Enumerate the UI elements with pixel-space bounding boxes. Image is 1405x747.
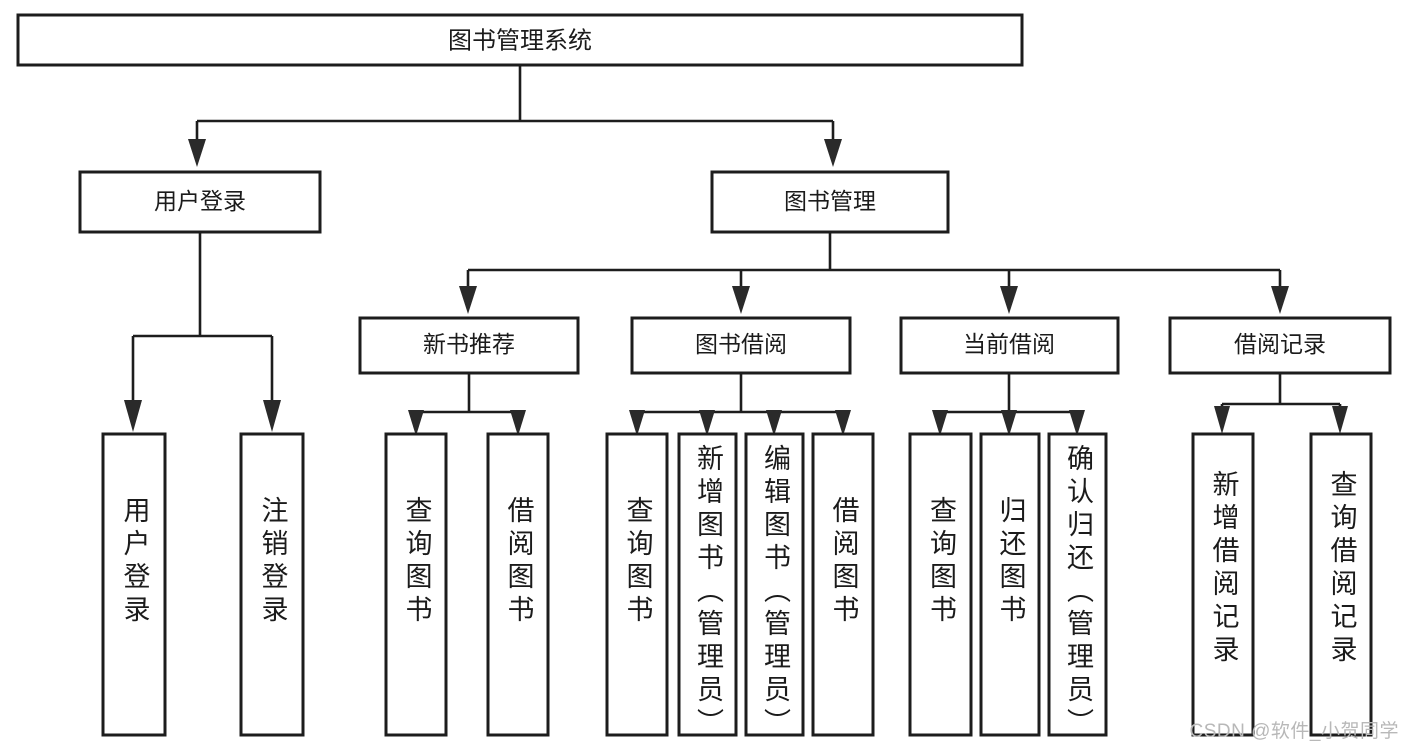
- leaf-box-borrow-book-2[interactable]: [811, 432, 875, 737]
- leaf-box-query-book-1[interactable]: [384, 432, 448, 737]
- connector-borrow-record-to-leaves: [1214, 373, 1348, 434]
- arrow-head-icon: [835, 410, 851, 436]
- connector-current-borrow-to-leaves: [932, 373, 1085, 436]
- arrow-head-icon: [766, 410, 782, 436]
- arrow-head-icon: [263, 400, 281, 432]
- leaf-box-query-book-2[interactable]: [605, 432, 669, 737]
- node-borrow-record[interactable]: 借阅记录: [1168, 316, 1392, 375]
- arrow-head-icon: [408, 410, 424, 436]
- root-label: 图书管理系统: [448, 27, 592, 54]
- user-login-label: 用户登录: [154, 188, 246, 214]
- connector-user-login-to-leaves: [124, 232, 281, 432]
- new-book-recommend-label: 新书推荐: [423, 331, 515, 357]
- current-borrow-box: [899, 316, 1120, 375]
- arrow-head-icon: [124, 400, 142, 432]
- root-box: [16, 13, 1024, 67]
- arrow-head-icon: [1001, 410, 1017, 436]
- leaf-box-user-login[interactable]: [101, 432, 167, 737]
- arrow-head-icon: [699, 410, 715, 436]
- arrow-head-icon: [732, 286, 750, 314]
- node-current-borrow[interactable]: 当前借阅: [899, 316, 1120, 375]
- book-borrow-label: 图书借阅: [695, 331, 787, 357]
- arrow-head-icon: [824, 139, 842, 167]
- book-manage-label: 图书管理: [784, 188, 876, 214]
- watermark-text: CSDN @软件_小贺同学: [1189, 721, 1399, 742]
- connector-new-book-recommend-to-leaves: [408, 373, 526, 436]
- arrow-head-icon: [1332, 406, 1348, 434]
- node-new-book-recommend[interactable]: 新书推荐: [358, 316, 580, 375]
- arrow-head-icon: [1000, 286, 1018, 314]
- arrow-head-icon: [1214, 406, 1230, 434]
- leaf-box-edit-book[interactable]: [744, 432, 805, 737]
- arrow-head-icon: [1271, 286, 1289, 314]
- arrow-head-icon: [629, 410, 645, 436]
- borrow-record-label: 借阅记录: [1234, 331, 1326, 357]
- user-login-box: [78, 170, 322, 234]
- arrow-head-icon: [459, 286, 477, 314]
- connector-book-manage-to-level3: [459, 232, 1289, 314]
- leaf-box-add-book[interactable]: [677, 432, 738, 737]
- arrow-head-icon: [188, 139, 206, 167]
- arrow-head-icon: [1069, 410, 1085, 436]
- leaf-box-query-record[interactable]: [1309, 432, 1373, 737]
- leaf-box-query-book-3[interactable]: [908, 432, 973, 737]
- arrow-head-icon: [932, 410, 948, 436]
- node-book-manage[interactable]: 图书管理: [710, 170, 950, 234]
- leaf-box-borrow-book-1[interactable]: [486, 432, 550, 737]
- connector-root-to-level2: [188, 65, 842, 167]
- current-borrow-label: 当前借阅: [963, 331, 1055, 357]
- new-book-recommend-box: [358, 316, 580, 375]
- arrow-head-icon: [510, 410, 526, 436]
- leaf-box-return-book[interactable]: [979, 432, 1041, 737]
- connector-book-borrow-to-leaves: [629, 373, 851, 436]
- leaf-box-add-record[interactable]: [1191, 432, 1255, 737]
- leaf-box-logout[interactable]: [239, 432, 305, 737]
- node-user-login[interactable]: 用户登录: [78, 170, 322, 234]
- node-root[interactable]: 图书管理系统: [16, 13, 1024, 67]
- node-book-borrow[interactable]: 图书借阅: [630, 316, 852, 375]
- leaf-box-confirm-return[interactable]: [1047, 432, 1108, 737]
